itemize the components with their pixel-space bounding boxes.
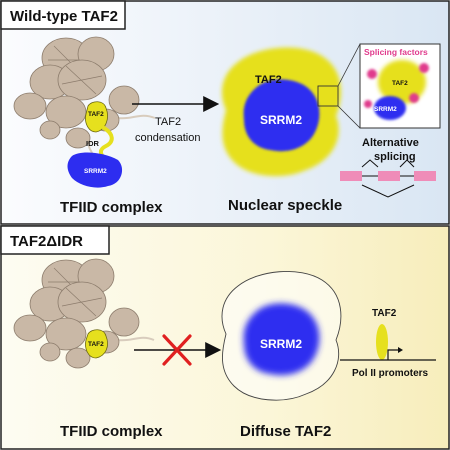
taf2-label-small-mutant: TAF2 [88, 341, 104, 348]
complex-label-mutant: TFIID complex [60, 423, 163, 440]
bottom-panel-title: TAF2ΔIDR [10, 233, 83, 250]
alt-splicing-line1: Alternative [362, 137, 419, 149]
top-panel-header: Wild-type TAF2 [0, 0, 126, 30]
inset-srrm2-label: SRRM2 [374, 106, 397, 113]
srrm2-protein-shape [67, 152, 123, 188]
bottom-panel-header: TAF2ΔIDR [0, 225, 110, 255]
inset-splicing-factors-label: Splicing factors [364, 47, 428, 57]
diffuse-label: Diffuse TAF2 [240, 423, 331, 440]
splicing-exon-diagram [340, 159, 436, 198]
speckle-srrm2-label: SRRM2 [260, 113, 302, 127]
promoter-diagram [340, 324, 436, 361]
arrow-label-line1: TAF2 [155, 116, 181, 128]
complex-label-wildtype: TFIID complex [60, 199, 163, 216]
speckle-label: Nuclear speckle [228, 197, 342, 214]
diffuse-srrm2-label: SRRM2 [260, 337, 302, 351]
srrm2-label-small: SRRM2 [84, 168, 107, 175]
top-panel-title: Wild-type TAF2 [10, 8, 118, 25]
idr-label: IDR [86, 139, 100, 148]
alt-splicing-line2: splicing [374, 151, 416, 163]
arrow-label-line2: condensation [135, 132, 200, 144]
red-cross-icon [162, 334, 192, 366]
taf2-label-small: TAF2 [88, 111, 104, 118]
speckle-taf2-label: TAF2 [255, 74, 282, 86]
tfiid-complex-mutant [13, 258, 155, 369]
zoom-inset [317, 43, 441, 129]
taf2-delta-idr-shape [85, 329, 108, 359]
promoter-taf2-label: TAF2 [372, 308, 397, 319]
inset-taf2-label: TAF2 [392, 80, 408, 87]
taf2-protein-shape [85, 101, 108, 133]
promoter-label: Pol II promoters [352, 368, 429, 379]
diffuse-speckle [221, 271, 342, 401]
nuclear-speckle [222, 47, 341, 177]
tfiid-complex-wildtype [13, 36, 156, 188]
